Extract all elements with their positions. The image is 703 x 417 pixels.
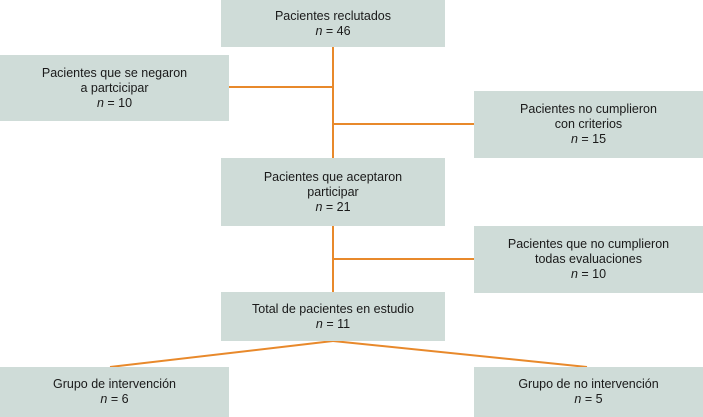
box-recruited-count: n = 46 — [315, 23, 351, 38]
box-total: Total de pacientes en estudio n = 11 — [221, 292, 445, 341]
connector-no-intervention — [332, 340, 588, 368]
box-no-criteria: Pacientes no cumplieron con criterios n … — [474, 91, 703, 158]
box-no-evaluations-line-2: todas evaluaciones — [534, 252, 643, 266]
box-no-evaluations: Pacientes que no cumplieron todas evalua… — [474, 226, 703, 293]
box-accepted-line-1: Pacientes que aceptaron — [263, 169, 403, 184]
box-accepted-line-2: participar — [307, 184, 359, 199]
box-no-criteria-count: n = 15 — [570, 132, 607, 146]
box-intervention-count: n = 6 — [100, 392, 129, 406]
box-refused-line-2: a partcicipar — [80, 80, 149, 95]
box-accepted-count: n = 21 — [315, 199, 351, 214]
box-no-intervention: Grupo de no intervención n = 5 — [474, 367, 703, 417]
box-intervention-line-1: Grupo de intervención — [53, 377, 176, 391]
box-no-evaluations-count: n = 10 — [570, 267, 607, 281]
box-refused-line-1: Pacientes que se negaron — [41, 65, 188, 80]
box-recruited-line-1: Pacientes reclutados — [274, 8, 392, 23]
box-refused: Pacientes que se negaron a partcicipar n… — [0, 55, 229, 121]
box-no-evaluations-line-1: Pacientes que no cumplieron — [507, 237, 670, 251]
box-no-criteria-line-1: Pacientes no cumplieron — [520, 102, 657, 116]
box-no-intervention-line-1: Grupo de no intervención — [518, 377, 659, 391]
box-no-criteria-line-2: con criterios — [554, 117, 623, 131]
box-total-line-1: Total de pacientes en estudio — [252, 301, 414, 316]
box-intervention: Grupo de intervención n = 6 — [0, 367, 229, 417]
box-no-intervention-count: n = 5 — [574, 392, 603, 406]
box-accepted: Pacientes que aceptaron participar n = 2… — [221, 158, 445, 226]
box-refused-count: n = 10 — [96, 95, 133, 110]
connector-intervention — [109, 340, 334, 368]
box-recruited: Pacientes reclutados n = 46 — [221, 0, 445, 47]
box-total-count: n = 11 — [315, 316, 351, 331]
